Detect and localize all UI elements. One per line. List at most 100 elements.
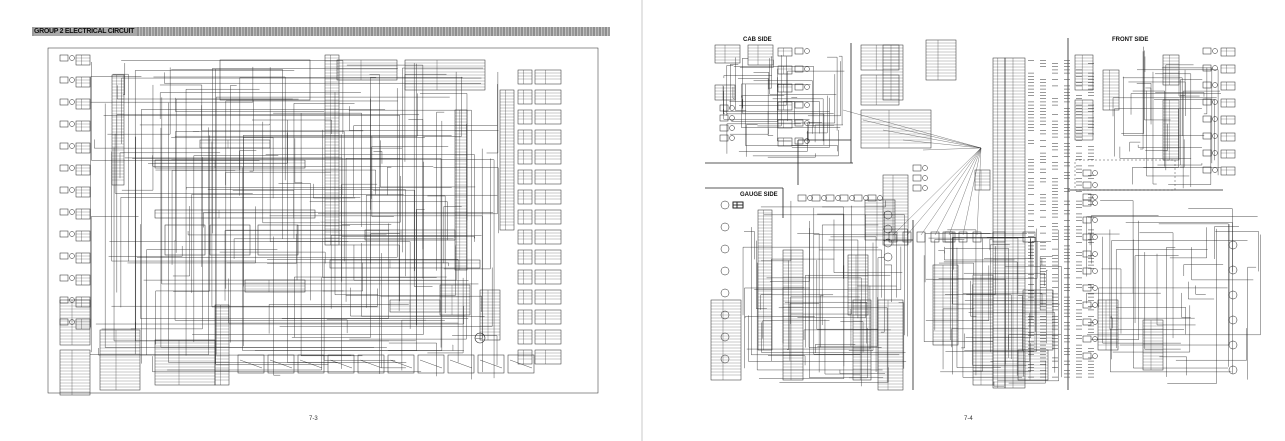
connector-block	[1082, 335, 1092, 343]
pin-table-text	[1088, 376, 1094, 378]
wire	[934, 147, 982, 236]
pin-table-text	[1052, 194, 1058, 195]
connector-block	[75, 208, 91, 220]
component-symbol	[1092, 285, 1098, 291]
pin-table-text	[1064, 66, 1070, 67]
gauge-symbol	[720, 354, 730, 364]
connector-block	[219, 59, 311, 101]
pin-table-text	[1028, 140, 1034, 141]
pin-table-text	[1064, 172, 1070, 173]
pin-table-text	[1052, 255, 1058, 256]
pin-table-text	[1028, 290, 1034, 291]
pin-table-text	[1076, 252, 1082, 253]
pin-table-text	[1076, 348, 1082, 349]
pin-table-text	[1064, 316, 1070, 317]
component-symbol	[729, 105, 735, 111]
pin-table-text	[1028, 354, 1034, 355]
connector-block	[164, 224, 206, 256]
pin-table-text	[1040, 354, 1046, 355]
pin-table-text	[1088, 108, 1094, 109]
pin-table-text	[1040, 181, 1046, 183]
pin-table-text	[1064, 111, 1070, 112]
connector-block	[59, 142, 69, 150]
connector-block	[839, 194, 849, 202]
pin-table-text	[1040, 280, 1046, 282]
connector-block	[517, 149, 533, 165]
pin-table-text	[1064, 149, 1070, 151]
pin-table-text	[1052, 188, 1058, 189]
connector-block	[534, 69, 562, 85]
pin-table-text	[1064, 232, 1070, 234]
connector-block	[714, 84, 736, 101]
pin-table-text	[1040, 82, 1046, 83]
pin-table-text	[1052, 306, 1058, 307]
pin-table-text	[1028, 322, 1034, 323]
pin-table-text	[1088, 76, 1094, 77]
pin-table-text	[1028, 255, 1034, 256]
connector-block	[517, 269, 533, 285]
pin-table-text	[1040, 197, 1046, 199]
pin-table-text	[1076, 136, 1082, 138]
wire	[976, 147, 982, 236]
pin-table-text	[1028, 165, 1034, 167]
pin-table-text	[1040, 120, 1046, 122]
pin-table-text	[1076, 82, 1082, 83]
pin-table-text	[1088, 79, 1094, 80]
pin-table-text	[1064, 338, 1070, 339]
pin-table-text	[1064, 136, 1070, 138]
electrical-circuit-diagram-left	[47, 47, 599, 396]
connector-block	[534, 329, 562, 345]
pin-table-text	[1064, 124, 1070, 125]
pin-table-text	[1040, 293, 1046, 295]
pin-table-text	[1040, 271, 1046, 272]
pin-table-text	[1052, 210, 1058, 211]
component-symbol	[1228, 340, 1238, 350]
connector-block	[534, 289, 562, 305]
pin-table-text	[1076, 168, 1082, 170]
pin-table-text	[1088, 111, 1094, 112]
connector-block	[59, 54, 69, 62]
pin-table-text	[1028, 284, 1034, 285]
connector-block	[59, 120, 69, 128]
pin-table-text	[1076, 316, 1082, 317]
pin-table-text	[1088, 348, 1094, 349]
connector-block	[75, 98, 91, 110]
pin-table-text	[1052, 248, 1058, 250]
gauge-side-label: GAUGE SIDE	[740, 192, 778, 198]
pin-table-text	[1052, 360, 1058, 362]
pin-table-text	[1052, 236, 1058, 237]
component-symbol	[1092, 200, 1098, 206]
pin-table-text	[1076, 200, 1082, 202]
page-number: 7-4	[964, 416, 973, 422]
electrical-circuit-diagram-right	[705, 38, 1261, 391]
pin-table-text	[1064, 220, 1070, 221]
pin-table-text	[1040, 332, 1046, 333]
component-symbol	[1212, 48, 1218, 54]
pin-table-text	[1052, 300, 1058, 301]
pin-table-text	[1076, 229, 1082, 231]
pin-table-text	[1088, 152, 1094, 154]
pin-table-text	[1052, 335, 1058, 336]
pin-table-text	[1064, 101, 1070, 103]
pin-table-text	[1052, 268, 1058, 269]
connector-block	[517, 249, 533, 265]
pin-table-text	[1052, 338, 1058, 339]
pin-table-text	[1064, 156, 1070, 157]
connector-block	[387, 354, 415, 374]
wire	[862, 119, 982, 149]
pin-table-text	[1028, 277, 1034, 279]
connector-block	[507, 354, 535, 374]
pin-table-text	[1028, 178, 1034, 179]
component-symbol	[1092, 319, 1098, 325]
pin-table-text	[1064, 376, 1070, 378]
component-symbol	[69, 253, 75, 259]
component-symbol	[835, 195, 841, 201]
pin-table-text	[1028, 85, 1034, 87]
connector-block	[1202, 149, 1212, 157]
component-symbol	[1092, 170, 1098, 176]
wire	[902, 139, 982, 149]
pin-table-text	[1040, 341, 1046, 343]
component-symbol	[804, 84, 810, 90]
pin-table-text	[1064, 335, 1070, 336]
pin-table-text	[1064, 114, 1070, 115]
